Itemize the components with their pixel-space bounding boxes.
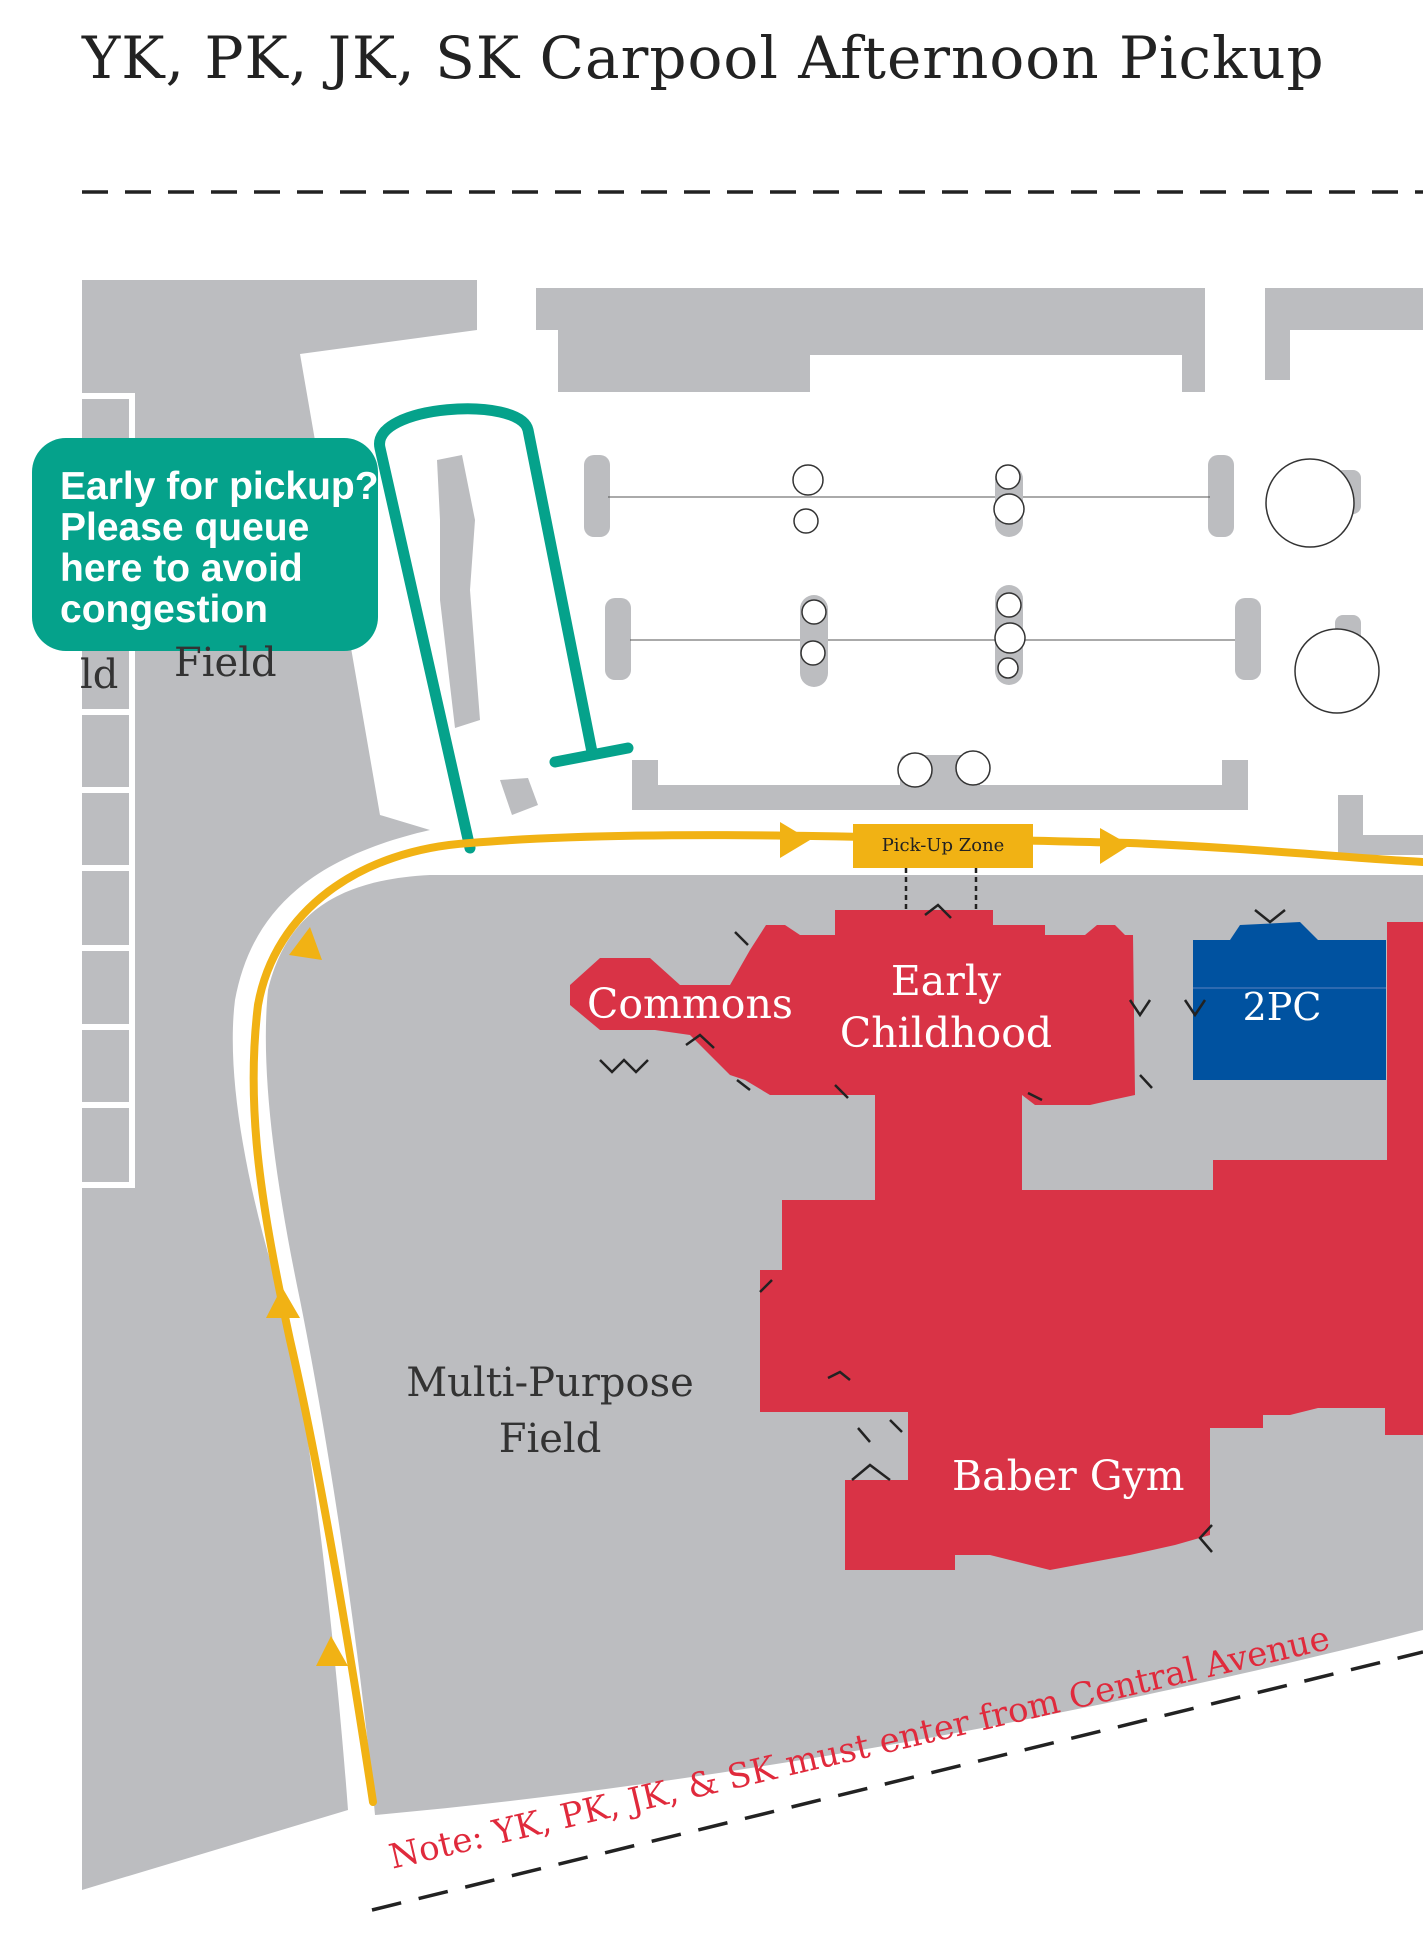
multi-purpose-line2: Field xyxy=(498,1416,602,1462)
baber-gym-label: Baber Gym xyxy=(952,1452,1185,1500)
early-childhood-label: Early Childhood xyxy=(836,955,1056,1059)
parking-lot xyxy=(437,288,1423,855)
parking-rows xyxy=(608,496,1235,641)
trees xyxy=(792,458,1380,788)
door-markers xyxy=(599,868,1286,1553)
multi-purpose-line1: Multi-Purpose xyxy=(406,1360,694,1406)
multi-purpose-field-label: Multi-Purpose Field xyxy=(390,1355,710,1467)
west-field-ground xyxy=(82,280,477,1890)
parking-islands xyxy=(800,465,1023,687)
early-pickup-callout: Early for pickup? Please queue here to a… xyxy=(32,438,379,651)
field-label-partial: Field xyxy=(174,640,277,686)
building-2pc xyxy=(1193,922,1386,1080)
south-boundary xyxy=(371,1650,1423,1912)
pickup-zone-label: Pick-Up Zone xyxy=(853,824,1033,868)
callout-line: congestion xyxy=(60,588,269,631)
callout-line: Early for pickup? xyxy=(60,465,379,508)
route-arrows xyxy=(266,822,1130,1666)
early-childhood-line2: Childhood xyxy=(839,1009,1053,1057)
page-title: YK, PK, JK, SK Carpool Afternoon Pickup xyxy=(82,24,1325,92)
callout-line: here to avoid xyxy=(60,547,303,590)
callout-line: Please queue xyxy=(60,506,310,549)
carpool-route xyxy=(249,831,1423,1806)
commons-label: Commons xyxy=(587,980,793,1028)
two-pc-label: 2PC xyxy=(1242,985,1322,1029)
field-label-partial-left: ld xyxy=(80,652,119,698)
queue-lane xyxy=(374,403,634,854)
main-building xyxy=(570,910,1423,1570)
early-childhood-line1: Early xyxy=(890,957,1002,1005)
